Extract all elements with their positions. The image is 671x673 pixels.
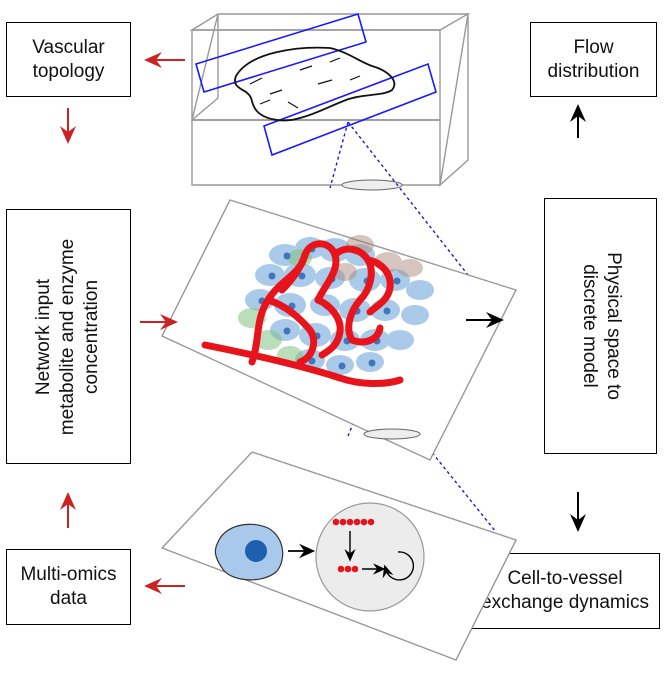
exchange-dynamics-line1: Cell-to-vessel [507, 568, 623, 589]
flow-distribution-line1: Flow [573, 36, 614, 58]
metabolism-circle [315, 502, 425, 612]
3d-tissue-box [189, 13, 471, 187]
vascular-topology-line2: topology [32, 60, 105, 82]
multi-omics-box: Multi-omics data [6, 549, 131, 625]
lower-disc [363, 428, 421, 440]
multi-omics-line1: Multi-omics [20, 564, 117, 585]
vessel-network [201, 240, 404, 387]
exchange-dynamics-line2: exchange dynamics [481, 592, 649, 613]
blue-slice-planes [195, 12, 437, 157]
cell-icon [214, 523, 284, 581]
cell-cluster [238, 235, 434, 375]
flow-distribution-line2: distribution [547, 60, 640, 82]
flow-distribution-box: Flow distribution [530, 22, 657, 97]
network-input-box [6, 209, 131, 464]
vascular-topology-box: Vascular topology [6, 22, 131, 97]
tissue-outline [234, 46, 396, 122]
upper-disc [341, 179, 403, 191]
vascular-topology-line1: Vascular [32, 36, 105, 58]
exchange-dynamics-box: Cell-to-vessel exchange dynamics [470, 553, 660, 629]
physical-space-box [544, 198, 657, 454]
multi-omics-line2: data [50, 588, 87, 609]
